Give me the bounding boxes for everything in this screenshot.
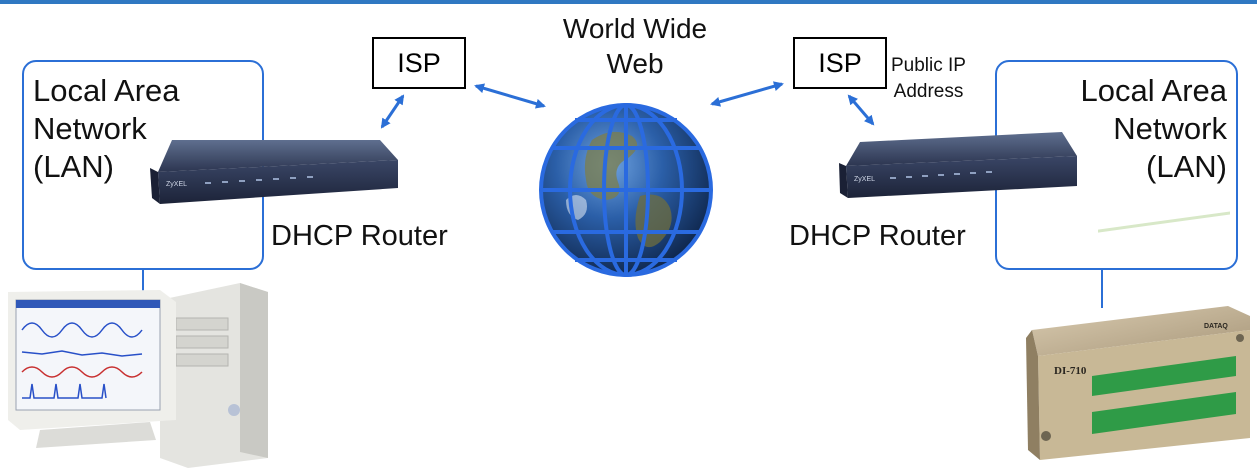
isp-left-label: ISP: [397, 47, 441, 78]
arrow-isp-right-router: [847, 94, 875, 126]
dataq-device-icon: [1026, 211, 1250, 460]
public-ip-label: Public IP Address: [891, 53, 966, 105]
isp-right-box: ISP: [793, 37, 887, 89]
dhcp-router-right-label: DHCP Router: [789, 220, 966, 252]
lan-right-line-3: (LAN): [1146, 149, 1227, 184]
arrow-web-isp-right: [710, 81, 784, 107]
desktop-computer-icon: [8, 283, 268, 468]
lan-right-line-1: Local Area: [1080, 73, 1228, 108]
arrow-isp-left-web: [474, 83, 546, 109]
device-brand: DATAQ: [1204, 323, 1228, 330]
router-left-icon: ZyXEL: [150, 140, 398, 204]
www-line-2: Web: [606, 48, 664, 79]
globe-icon: [539, 103, 713, 277]
svg-text:ZyXEL: ZyXEL: [854, 176, 875, 183]
lan-left-label: Local Area Network (LAN): [33, 72, 180, 186]
lan-left-line-3: (LAN): [33, 149, 114, 184]
lan-right-label: Local Area Network (LAN): [1081, 72, 1228, 186]
www-label: World Wide Web: [522, 11, 748, 81]
svg-text:ZyXEL: ZyXEL: [166, 181, 187, 188]
lan-right-line-2: Network: [1113, 111, 1227, 146]
www-line-1: World Wide: [562, 13, 708, 44]
isp-left-box: ISP: [372, 37, 466, 89]
arrow-isp-left-router: [380, 94, 405, 129]
dhcp-router-left-label: DHCP Router: [271, 220, 448, 252]
isp-right-label: ISP: [818, 47, 862, 78]
public-ip-line-1: Public IP: [891, 55, 966, 76]
public-ip-line-2: Address: [893, 81, 964, 102]
lan-left-line-2: Network: [33, 111, 147, 146]
lan-left-line-1: Local Area: [33, 73, 180, 108]
router-right-icon: ZyXEL: [839, 132, 1077, 198]
device-label: DI-710: [1054, 365, 1087, 377]
top-border-line: [0, 0, 1257, 4]
